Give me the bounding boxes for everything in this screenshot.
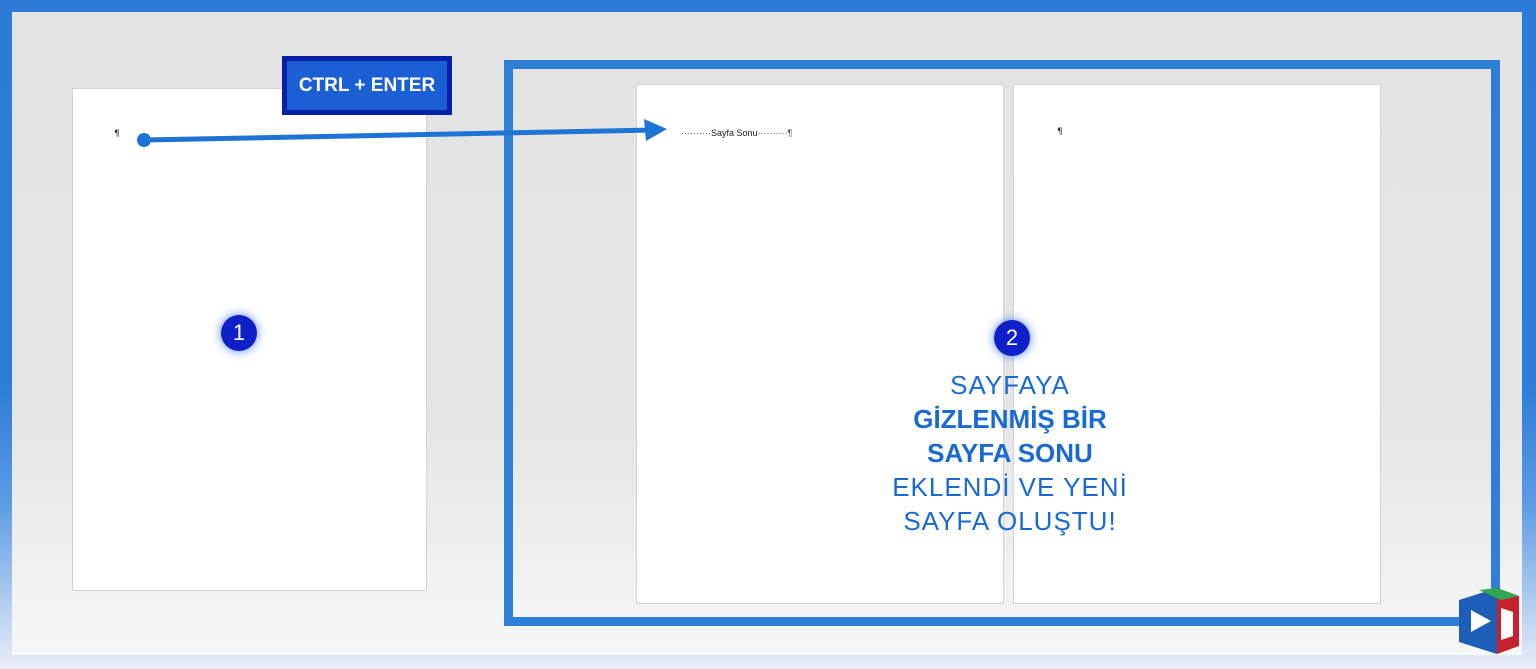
- page-break-marker: ··········Sayfa Sonu··········¶: [681, 128, 793, 138]
- canvas-frame: ¶ ··········Sayfa Sonu··········¶ ¶ CTRL…: [12, 12, 1522, 655]
- caption-line: SAYFA OLUŞTU!: [903, 506, 1117, 536]
- caption-line-bold: GİZLENMİŞ BİR: [913, 404, 1107, 434]
- result-caption: SAYFAYA GİZLENMİŞ BİR SAYFA SONU EKLENDİ…: [842, 368, 1178, 538]
- brand-logo-icon: [1459, 588, 1519, 654]
- arrow-right-icon: [137, 119, 667, 147]
- caption-line: SAYFAYA: [950, 370, 1070, 400]
- step-badge-1: 1: [221, 315, 257, 351]
- caption-line-bold: SAYFA SONU: [927, 438, 1093, 468]
- document-page-new: ¶: [1013, 84, 1381, 604]
- step-badge-2: 2: [994, 320, 1030, 356]
- document-page-with-break: ··········Sayfa Sonu··········¶: [636, 84, 1004, 604]
- paragraph-mark-icon: ¶: [114, 129, 120, 139]
- caption-line: EKLENDİ VE YENİ: [892, 472, 1128, 502]
- keyboard-shortcut-badge: CTRL + ENTER: [282, 56, 452, 115]
- paragraph-mark-icon: ¶: [1057, 127, 1063, 137]
- page-break-label: Sayfa Sonu: [710, 128, 758, 138]
